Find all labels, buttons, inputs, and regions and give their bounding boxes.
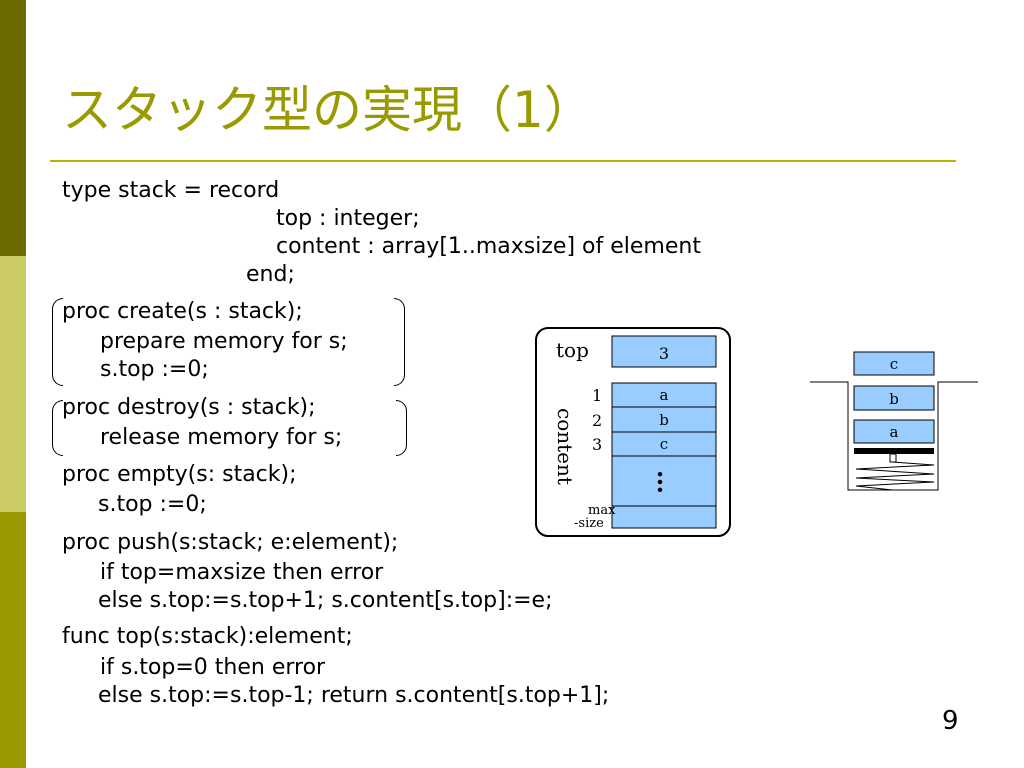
- max-size-label-line2: -size: [574, 516, 604, 531]
- content-value-3: c: [660, 435, 668, 453]
- index-2: 2: [592, 411, 602, 430]
- stacked-item-c: [853, 351, 935, 376]
- content-cell-3: [611, 431, 717, 457]
- destroy-bracket-right: [396, 400, 407, 456]
- push-proc-line: else s.top:=s.top+1; s.content[s.top]:=e…: [98, 588, 553, 613]
- type-definition-line: content : array[1..maxsize] of element: [276, 234, 701, 259]
- content-cell-max: [611, 505, 717, 529]
- top-func-line: func top(s:stack):element;: [62, 624, 353, 649]
- top-value-cell: [611, 335, 717, 368]
- create-proc-line: s.top :=0;: [100, 357, 209, 382]
- type-definition-line: end;: [246, 262, 295, 287]
- push-proc-line: if top=maxsize then error: [100, 560, 384, 585]
- top-func-line: else s.top:=s.top-1; return s.content[s.…: [98, 683, 610, 708]
- content-ellipsis: …: [652, 470, 681, 494]
- top-func-line: if s.top=0 then error: [100, 655, 326, 680]
- create-proc-line: prepare memory for s;: [100, 329, 348, 354]
- sidebar-segment-dark: [0, 0, 26, 256]
- container-walls: [810, 381, 978, 491]
- sidebar-segment-light: [0, 256, 26, 512]
- push-proc-line: proc push(s:stack; e:element);: [62, 530, 399, 555]
- index-3: 3: [592, 435, 602, 454]
- stacked-item-b-label: b: [889, 390, 899, 408]
- spring-stem: [889, 453, 897, 463]
- spring-stack-diagram: c b a: [810, 351, 978, 491]
- index-1: 1: [592, 386, 602, 405]
- max-size-label-line1: max: [588, 503, 616, 518]
- stacked-item-a-label: a: [890, 423, 899, 441]
- destroy-proc-line: release memory for s;: [100, 425, 343, 450]
- sidebar-segment-olive: [0, 512, 26, 768]
- top-label: top: [556, 338, 589, 362]
- stacked-item-a: [853, 419, 935, 444]
- spring-coil: [855, 461, 935, 491]
- stacked-item-c-label: c: [890, 355, 898, 373]
- stack-memory-diagram: top 3 a b c … 1 2 3 content max -size: [535, 327, 731, 537]
- content-cell-middle: [611, 455, 717, 507]
- content-value-2: b: [659, 411, 669, 429]
- stacked-item-b: [853, 385, 935, 411]
- spring-platform: [854, 448, 934, 454]
- type-definition-line: top : integer;: [276, 206, 420, 231]
- create-proc-line: proc create(s : stack);: [62, 299, 303, 324]
- slide-title: スタック型の実現（1）: [62, 81, 594, 139]
- content-cell-2: [611, 406, 717, 433]
- top-value: 3: [659, 344, 669, 363]
- type-definition-line: type stack = record: [62, 178, 280, 203]
- create-bracket-right: [394, 298, 405, 386]
- empty-proc-line: s.top :=0;: [98, 492, 207, 517]
- page-number: 9: [942, 706, 959, 736]
- content-label: content: [553, 408, 577, 485]
- title-underline: [50, 160, 956, 162]
- empty-proc-line: proc empty(s: stack);: [62, 462, 297, 487]
- content-value-1: a: [660, 386, 669, 404]
- destroy-proc-line: proc destroy(s : stack);: [62, 395, 316, 420]
